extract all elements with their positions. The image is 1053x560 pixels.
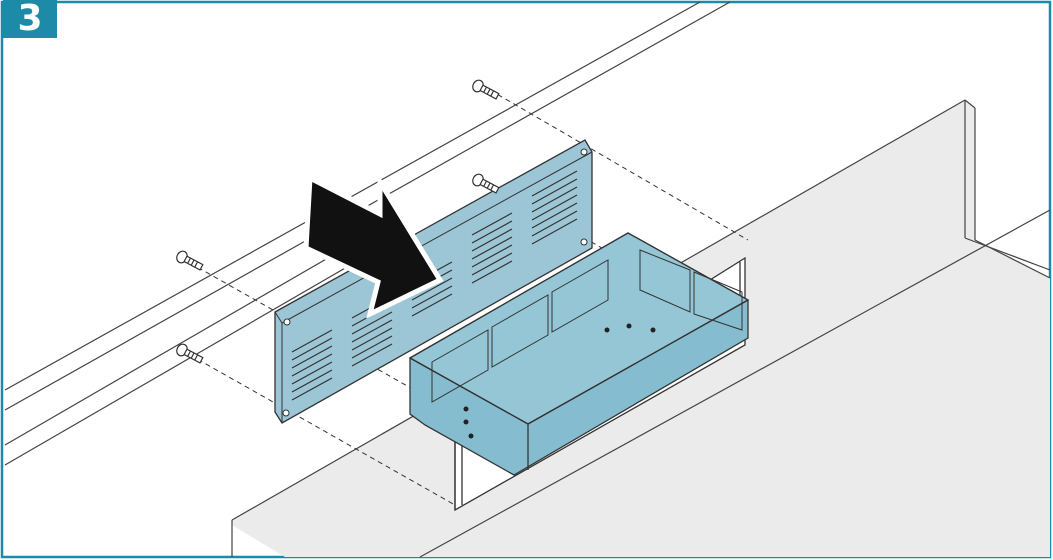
grille-screw-holes [282, 148, 588, 417]
lower-edge [419, 209, 1051, 558]
wall-corner-top [964, 99, 976, 109]
ceiling-edge-1 [4, 1, 701, 391]
grille-slats [291, 170, 578, 401]
vent-housing [408, 232, 750, 476]
beam-edge-1 [4, 224, 386, 446]
screw-icon [176, 79, 500, 364]
arrow-icon [303, 173, 444, 319]
step-number-badge: 3 [3, 0, 57, 38]
housing-holes [463, 323, 656, 439]
housing-panels [431, 249, 743, 403]
floor-edge-back [964, 237, 1051, 271]
